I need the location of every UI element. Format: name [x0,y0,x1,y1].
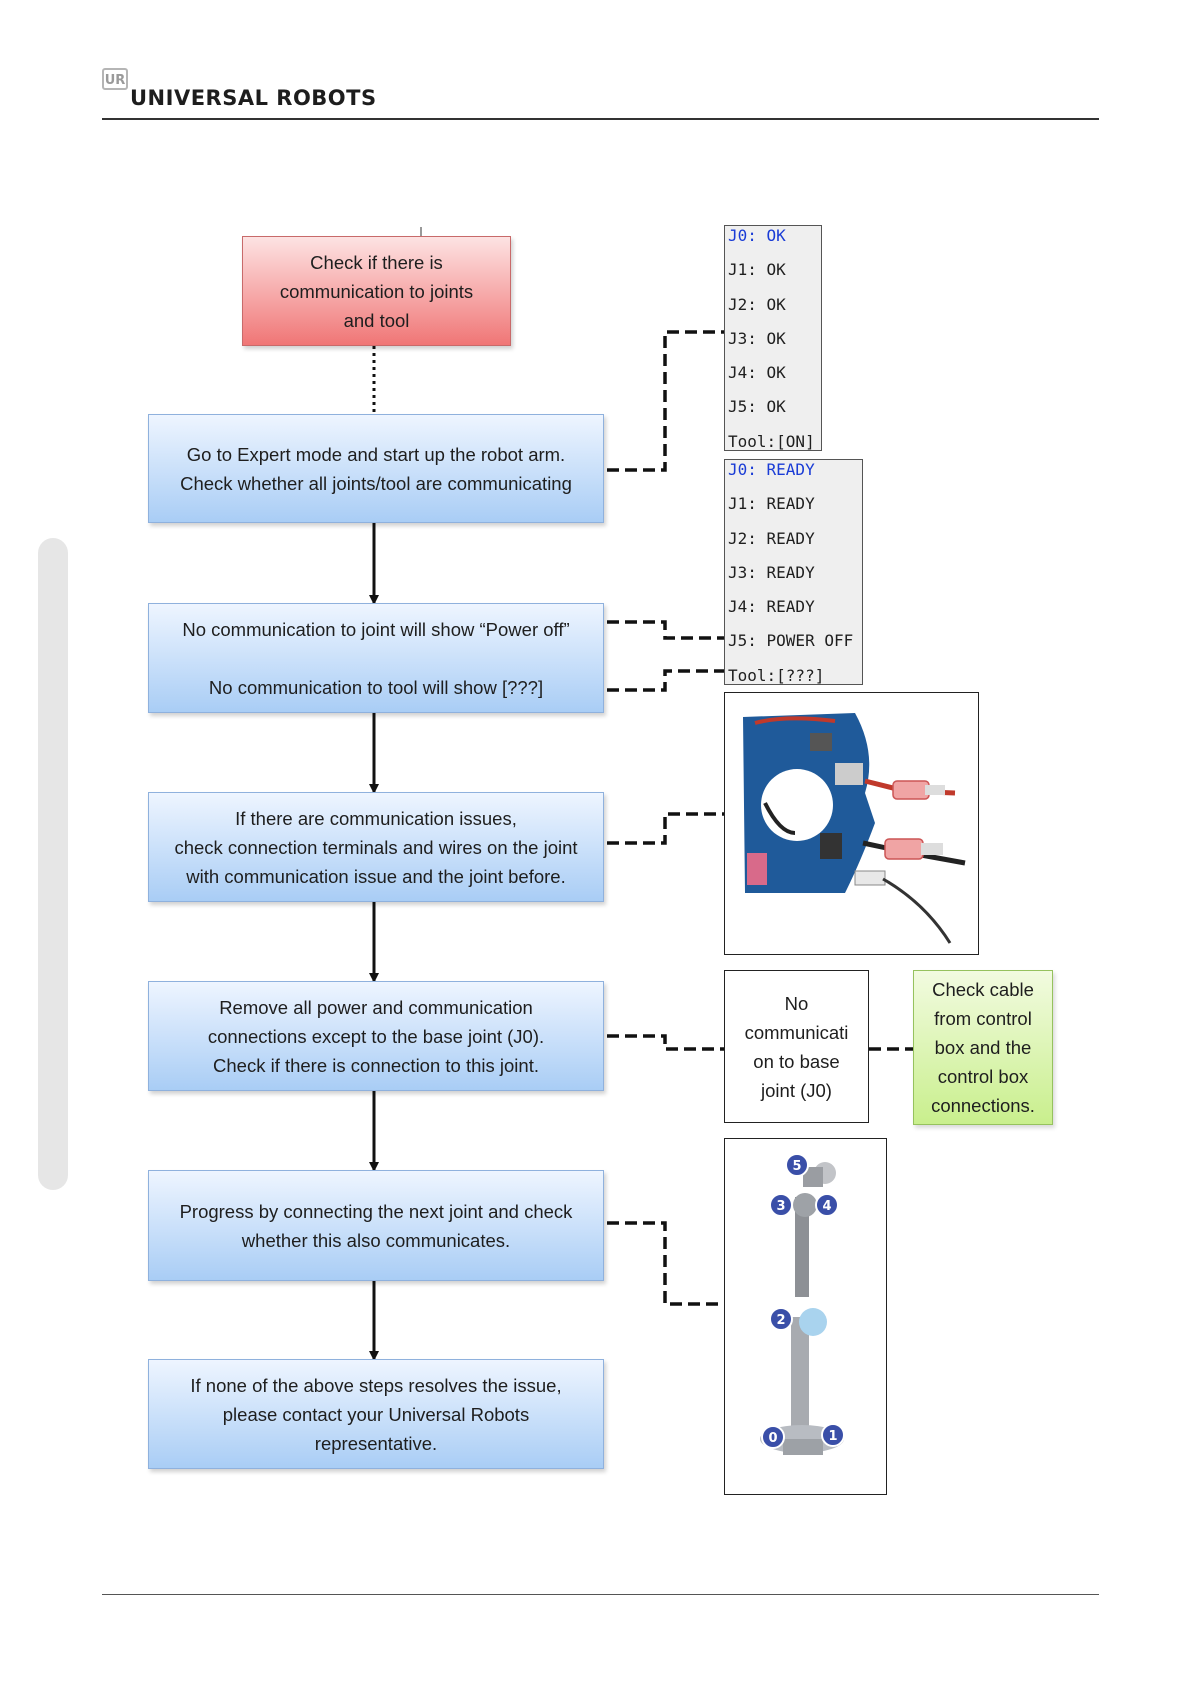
logo-text: UR [105,73,126,88]
status-row: J1: OK [728,260,786,280]
check-cable-box: Check cable from control box and the con… [913,970,1053,1125]
status-row: J1: READY [728,494,815,514]
status-row: J3: OK [728,328,786,348]
start-check-box: Check if there is communication to joint… [242,236,511,346]
status-row: J5: POWER OFF [728,631,854,651]
link-step3-photo [607,812,724,845]
svg-text:2: 2 [776,1313,785,1328]
status-panel-ok: J0: OK J1: OK J2: OK J3: OK J4: OK J5: O… [724,225,822,451]
step-no-communication-box: No communication to joint will show “Pow… [148,603,604,713]
link-tool-unknown [607,669,724,692]
joint-badge-1: 1 [821,1423,845,1447]
robot-arm-photo: 5 3 4 2 0 1 [724,1138,887,1495]
link-step1-status-ok [607,330,724,472]
status-row: J0: READY [728,460,815,479]
step-contact-box: If none of the above steps resolves the … [148,1359,604,1469]
joint-badge-2: 2 [769,1307,793,1331]
step-check-terminals-box: If there are communication issues, check… [148,792,604,902]
header-divider [102,118,1099,120]
joint-badge-5: 5 [785,1153,809,1177]
step-expert-mode-box: Go to Expert mode and start up the robot… [148,414,604,523]
brand-name: UNIVERSAL ROBOTS [130,86,377,110]
status-row: Tool:[???] [728,665,825,685]
status-row: J2: READY [728,528,815,548]
status-row: J4: READY [728,597,815,617]
link-step4-no-comm [607,1034,724,1051]
svg-text:5: 5 [792,1159,801,1174]
joint-badge-0: 0 [761,1425,785,1449]
svg-text:3: 3 [776,1199,785,1214]
joint-board-photo [724,692,979,955]
circuit-board-illustration-icon [743,713,966,944]
svg-text:0: 0 [768,1431,777,1446]
step-base-joint-box: Remove all power and communication conne… [148,981,604,1091]
svg-text:4: 4 [822,1199,831,1214]
status-row: Tool:[ON] [728,431,815,451]
status-row: J2: OK [728,294,786,314]
status-row: J5: OK [728,397,786,417]
no-base-communication-box: No communicati on to base joint (J0) [724,970,869,1123]
link-power-off [607,620,724,640]
joint-badge-3: 3 [769,1193,793,1217]
side-scrollbar[interactable] [38,538,68,1190]
step-next-joint-box: Progress by connecting the next joint an… [148,1170,604,1281]
status-panel-fault: J0: READY J1: READY J2: READY J3: READY … [724,459,863,685]
robot-arm-illustration-icon: 5 3 4 2 0 1 [760,1153,845,1455]
status-row: J4: OK [728,363,786,383]
footer-divider [102,1594,1099,1595]
status-row: J0: OK [728,226,786,245]
svg-text:1: 1 [828,1429,837,1444]
status-row: J3: READY [728,562,815,582]
universal-robots-logo-icon: UR [102,68,128,90]
joint-badge-4: 4 [815,1193,839,1217]
link-step5-robot [607,1221,724,1306]
